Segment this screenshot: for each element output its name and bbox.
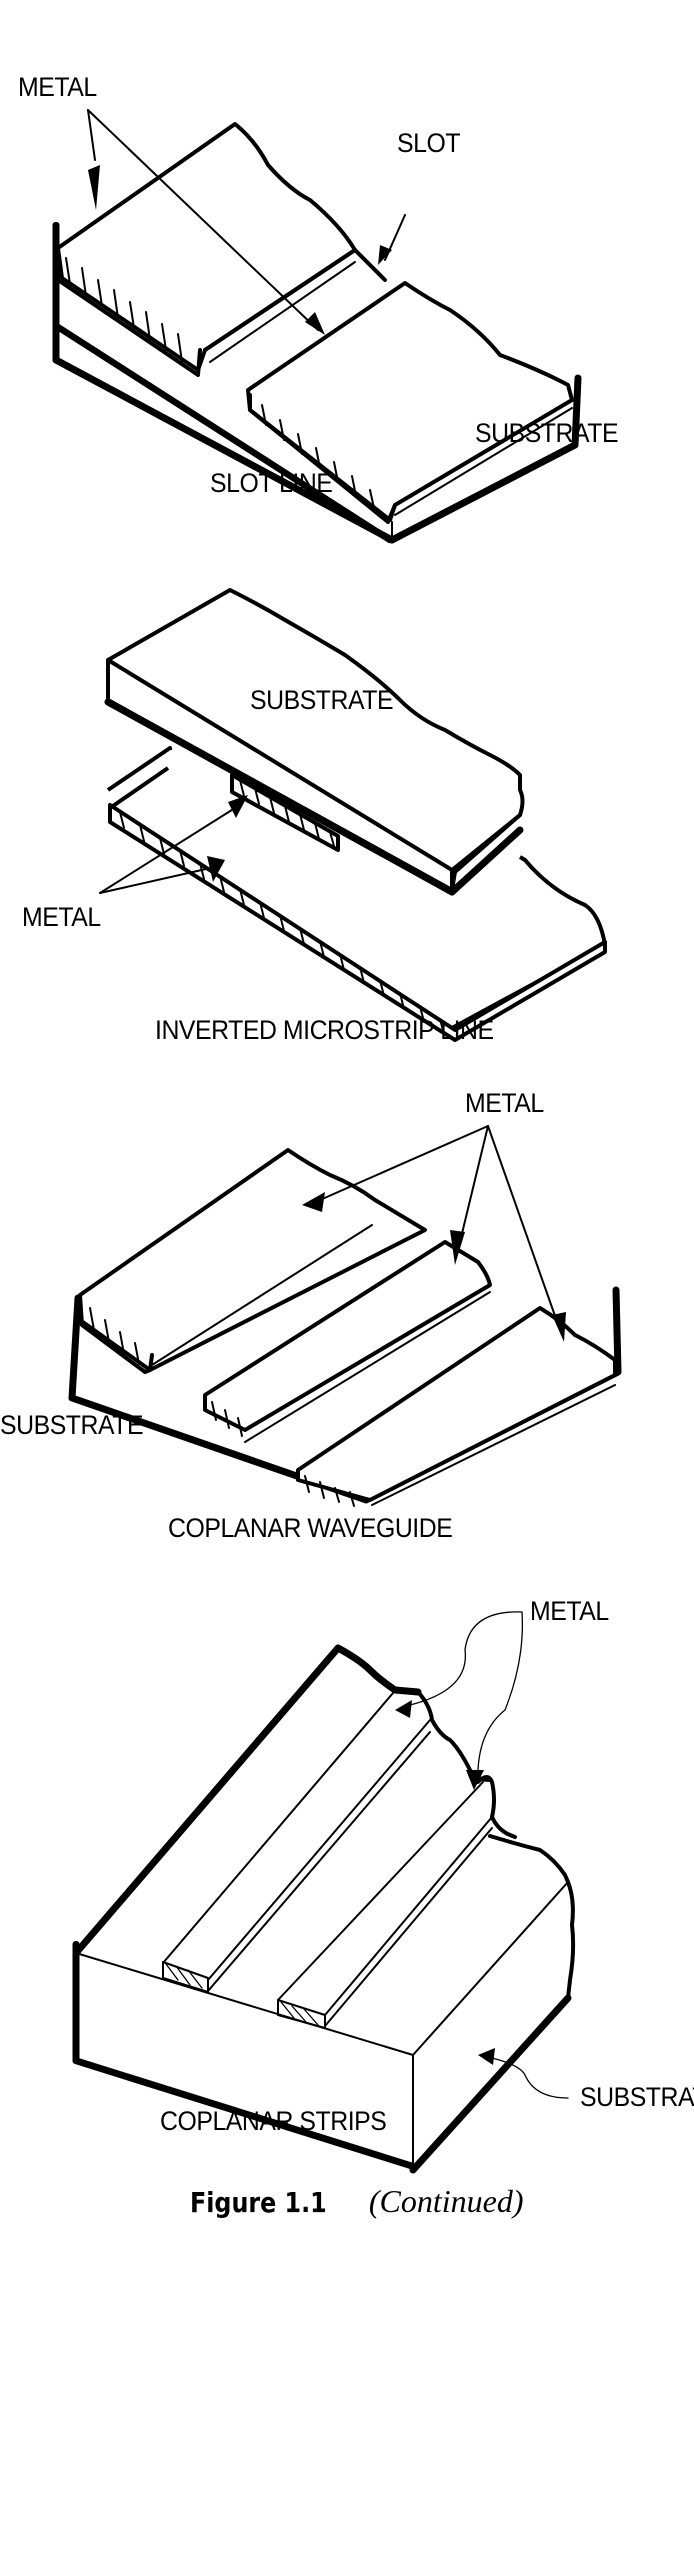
strip1-left-edge	[162, 1692, 394, 1964]
label-substrate: SUBSTRATE	[475, 418, 619, 448]
right-ground-hatching	[304, 1475, 355, 1507]
panel-coplanar-strips: METAL SUBSTRATE COPLANAR STRIPS	[0, 1560, 694, 2174]
left-ground-lower-edge	[151, 1224, 373, 1366]
label-metal: METAL	[465, 1088, 544, 1118]
panel-title: COPLANAR WAVEGUIDE	[168, 1513, 453, 1543]
panel-slot-line: METAL SLOT SUBSTRATE SLOT LINE	[0, 0, 694, 560]
inverted-microstrip-drawing	[99, 588, 607, 1042]
label-metal: METAL	[530, 1596, 609, 1626]
substrate-top-left-edge	[72, 1644, 422, 1957]
panel-title: INVERTED MICROSTRIP LINE	[155, 1015, 494, 1045]
label-slot: SLOT	[397, 128, 461, 158]
panel-coplanar-waveguide: METAL SUBSTRATE COPLANAR WAVEGUIDE	[0, 1080, 694, 1560]
metal-leader-1	[87, 109, 96, 161]
metal-arrowhead-1	[228, 795, 248, 818]
right-metal-plate	[246, 281, 574, 524]
strip2-right-edge	[324, 1816, 493, 2016]
panel-title: COPLANAR STRIPS	[160, 2106, 387, 2136]
metal-leader-1	[99, 807, 236, 894]
left-ground-hatching	[89, 1307, 140, 1365]
label-metal: METAL	[18, 72, 97, 102]
metal-arrowhead-3	[552, 1312, 566, 1342]
substrate-front-top-edge	[75, 1952, 414, 2056]
ground-plate-hatching	[119, 811, 445, 1035]
right-ground-strip	[296, 1306, 617, 1502]
slot-arrowhead	[378, 245, 392, 265]
caption-note: (Continued)	[368, 2183, 524, 2219]
strip2-hatching	[280, 2001, 319, 2026]
slot-line-drawing	[52, 109, 582, 544]
substrate-torn-back	[488, 1834, 570, 1884]
metal-leader-2	[99, 866, 216, 894]
substrate-right-bottom	[409, 1994, 572, 2174]
substrate-torn-edge	[566, 1880, 576, 2000]
metal-arrowhead-1	[395, 1700, 412, 1718]
label-metal: METAL	[22, 902, 101, 932]
signal-strip	[230, 773, 340, 852]
label-substrate: SUBSTRATE	[0, 1410, 144, 1440]
substrate-slab	[106, 588, 525, 892]
strip1-torn-back	[416, 1690, 492, 1782]
metal-leader-1	[399, 1611, 523, 1711]
substrate-top-right-edge	[412, 1881, 569, 2056]
substrate-front-bottom	[72, 1940, 417, 2170]
coplanar-strips-drawing	[72, 1611, 576, 2174]
metal-leader-2	[87, 109, 319, 331]
panel-title: SLOT LINE	[210, 468, 333, 498]
slot-back-edge	[353, 248, 387, 282]
metal-leader-3	[487, 1125, 561, 1331]
right-plate-hatching	[261, 404, 375, 509]
left-plate-edge	[56, 248, 202, 377]
center-strip	[203, 1240, 492, 1432]
right-ground-lower-edge	[371, 1384, 616, 1506]
slot-floor-line	[209, 261, 356, 363]
substrate-bottom-edge	[104, 698, 524, 896]
substrate-leader	[491, 2057, 569, 2099]
metal-leader-2	[474, 1611, 524, 1786]
strip2-torn-back	[476, 1775, 517, 1839]
panel-inverted-microstrip: SUBSTRATE METAL INVERTED MICROSTRIP LINE	[0, 560, 694, 1080]
center-strip-lower-edge	[244, 1291, 491, 1443]
strip1-right-edge	[207, 1719, 431, 1981]
signal-strip-hatching	[239, 779, 335, 847]
metal-arrowhead-1	[88, 165, 100, 210]
ground-plate-edge	[108, 803, 607, 1042]
strip1-cross-section	[162, 1961, 209, 1993]
strip2-lower-edge	[324, 1827, 493, 2027]
metal-arrowhead-2	[305, 312, 325, 335]
left-plate-hatching	[65, 257, 183, 363]
coplanar-waveguide-drawing	[68, 1125, 622, 1507]
right-plate-lower-edge	[394, 407, 573, 516]
strip1-lower-edge	[207, 1731, 431, 1992]
label-substrate: SUBSTRATE	[250, 685, 394, 715]
strip2-left-edge	[277, 1781, 484, 2001]
figure-caption: Figure 1.1 (Continued)	[190, 2183, 524, 2220]
left-ground-edge	[78, 1318, 154, 1372]
slot-edge-left	[203, 248, 357, 352]
metal-arrowhead-2	[466, 1770, 484, 1790]
strip1-hatching	[165, 1963, 203, 1989]
substrate-arrowhead	[478, 2048, 495, 2065]
center-strip-hatching	[211, 1401, 243, 1437]
metal-arrowhead-2	[207, 856, 225, 882]
metal-arrowhead-2	[450, 1230, 465, 1265]
left-metal-plate	[56, 122, 357, 372]
metal-leader-2	[457, 1125, 489, 1251]
label-substrate: SUBSTRATE	[580, 2082, 694, 2112]
metal-leader-1	[319, 1125, 489, 1201]
figure-number: Figure 1.1	[190, 2186, 327, 2219]
metal-arrowhead-1	[302, 1192, 325, 1212]
left-ground-strip	[78, 1148, 427, 1374]
strip2-cross-section	[277, 1999, 326, 2029]
